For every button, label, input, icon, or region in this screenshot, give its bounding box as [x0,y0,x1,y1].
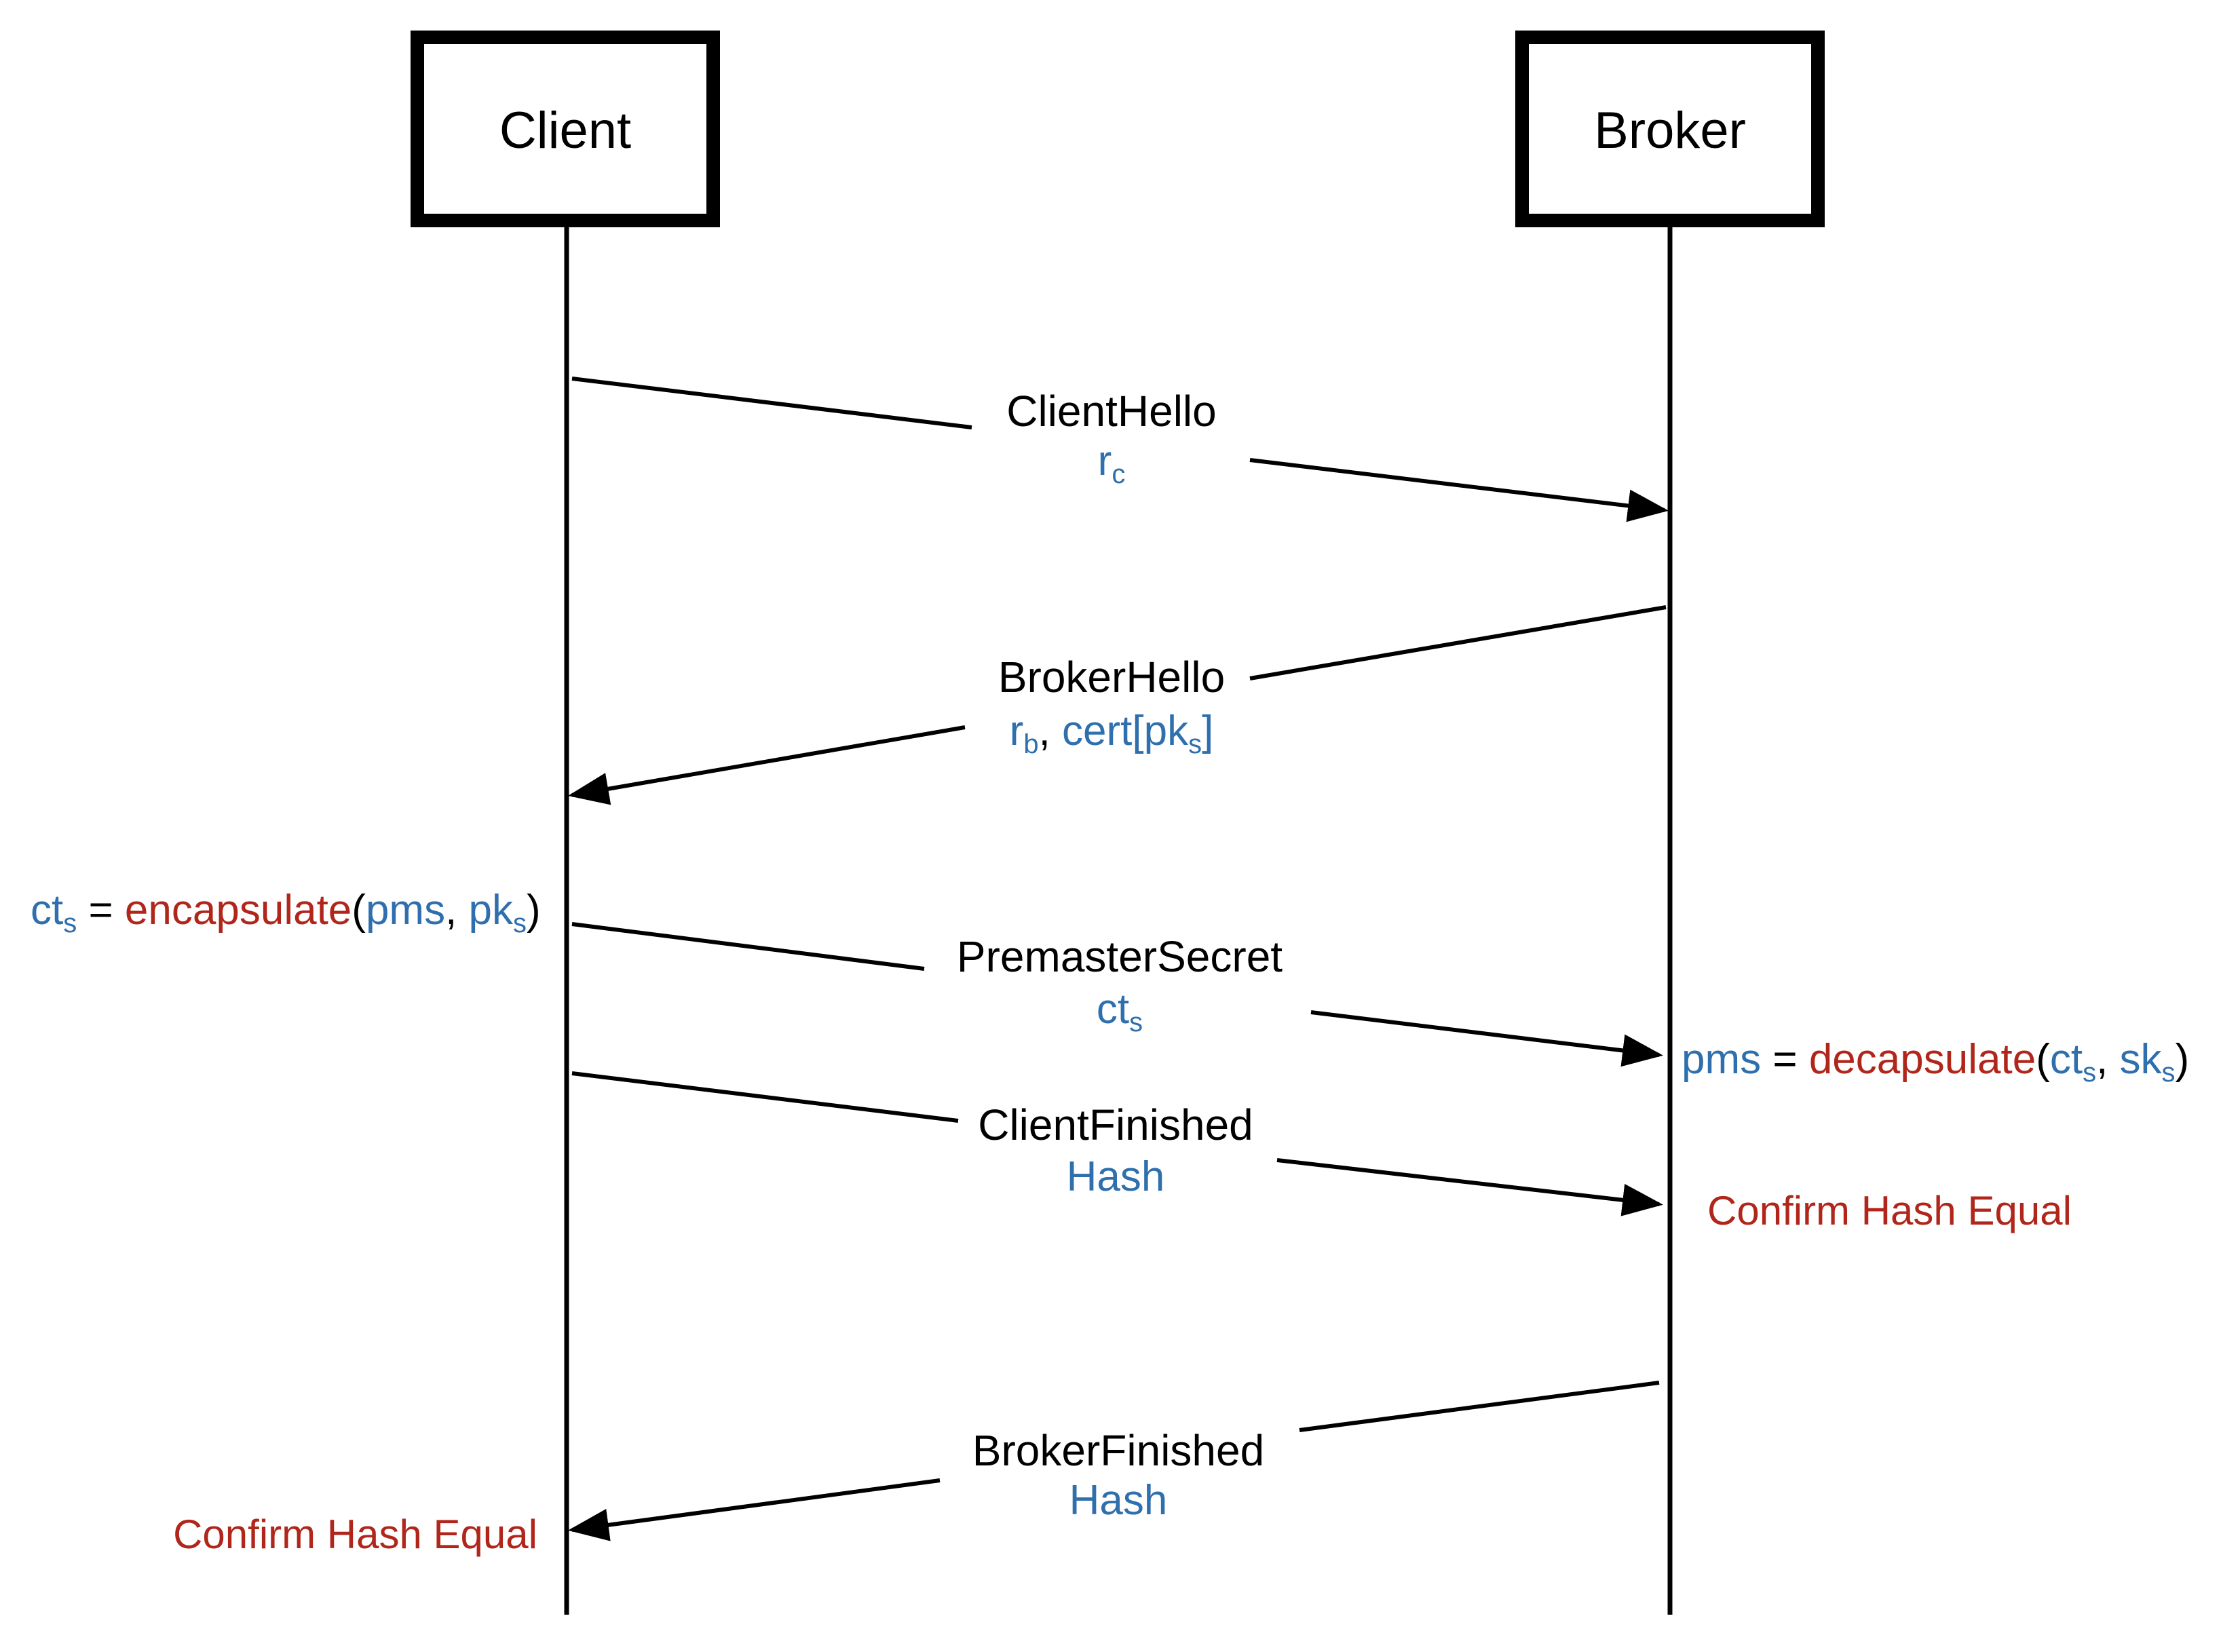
premaster-secret-arrow-tail [571,922,925,971]
broker-finished-arrow [568,1478,941,1541]
premaster-secret-arrow [1310,1010,1663,1067]
broker-actor: Broker [1515,31,1825,227]
broker-confirm-note: Confirm Hash Equal [1707,1188,2072,1233]
broker-actor-label: Broker [1594,102,1746,159]
client-finished-arrow [1276,1158,1663,1216]
client-actor: Client [411,31,720,227]
broker-hello-label: BrokerHello [998,653,1225,702]
client-finished-label: ClientFinished [978,1100,1253,1149]
client-confirm-note: Confirm Hash Equal [173,1512,537,1557]
client-actor-label: Client [499,102,631,159]
encapsulate-note: cts = encapsulate(pms, pks) [31,887,541,938]
client-hello-param: rc [1098,438,1126,489]
message-premaster-secret: PremasterSecret cts [571,922,1663,1067]
message-broker-hello: BrokerHello rb, cert[pks] [568,605,1667,805]
message-client-finished: ClientFinished Hash [571,1071,1663,1216]
client-finished-arrow-tail [571,1071,959,1123]
client-hello-arrow [1249,458,1669,522]
broker-finished-label: BrokerFinished [972,1426,1264,1475]
message-client-hello: ClientHello rc [571,377,1669,522]
broker-finished-param: Hash [1069,1477,1168,1524]
client-hello-arrow-tail [571,377,972,429]
client-hello-label: ClientHello [1006,387,1216,436]
broker-hello-arrow-tail [1249,605,1667,680]
broker-hello-params: rb, cert[pks] [1010,708,1214,759]
premaster-secret-label: PremasterSecret [957,932,1283,981]
message-broker-finished: BrokerFinished Hash [568,1381,1660,1541]
broker-hello-arrow [568,725,966,805]
decapsulate-note: pms = decapsulate(cts, sks) [1682,1036,2189,1088]
premaster-secret-param: cts [1097,986,1143,1037]
broker-finished-arrow-tail [1299,1381,1660,1432]
client-finished-param: Hash [1067,1153,1165,1200]
